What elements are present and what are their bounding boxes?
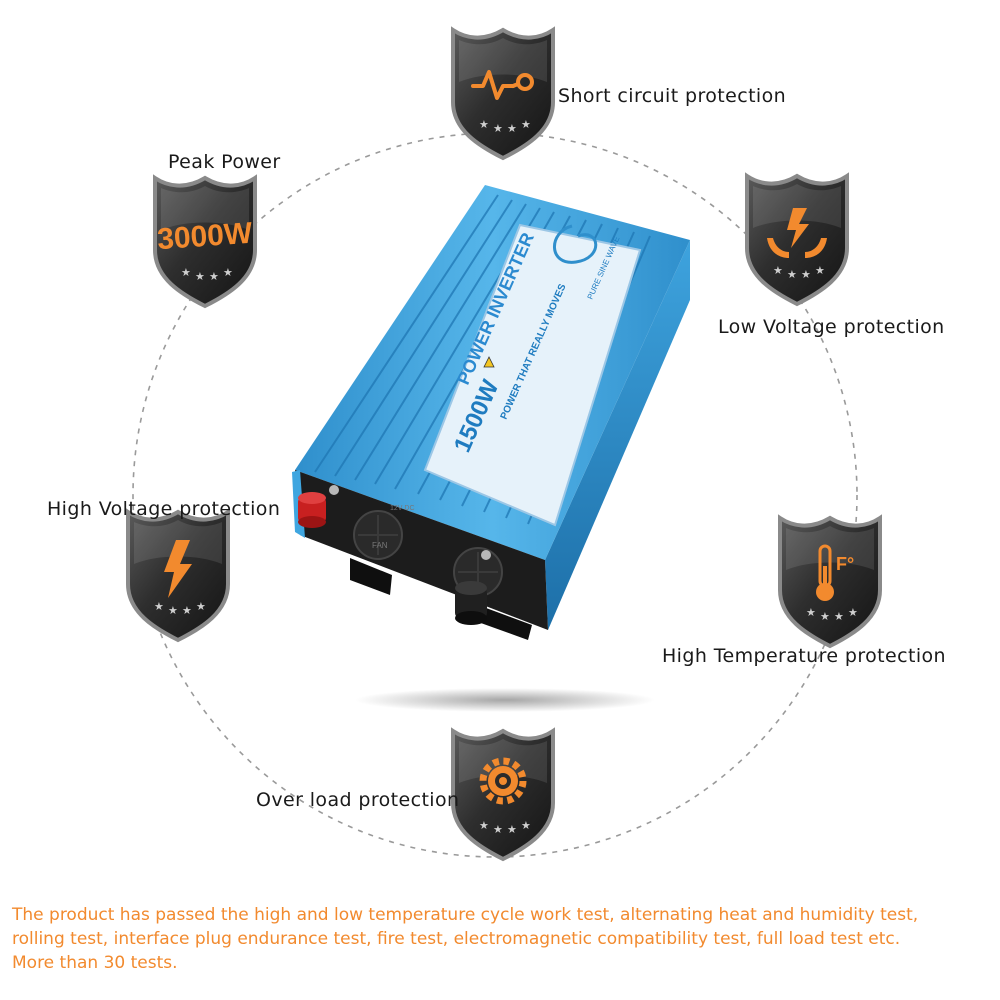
short-circuit-icon xyxy=(471,70,534,100)
over-load-badge xyxy=(451,729,555,861)
test-description: The product has passed the high and low … xyxy=(12,903,997,975)
low-voltage-badge xyxy=(745,174,849,306)
fan-label: FAN xyxy=(372,541,388,550)
high-temperature-badge: F° xyxy=(778,516,882,648)
lightning-icon xyxy=(164,540,192,598)
low-voltage-label: Low Voltage protection xyxy=(718,316,945,338)
voltage-label: 12V DC xyxy=(390,505,415,512)
red-terminal xyxy=(298,485,339,528)
black-terminal xyxy=(455,550,491,625)
peak-power-label: Peak Power xyxy=(168,151,281,173)
footer-line-1: The product has passed the high and low … xyxy=(12,905,919,925)
inverter-product: 1500W POWER INVERTER POWER THAT REALLY M… xyxy=(292,185,690,640)
peak-power-badge: 3000W xyxy=(153,176,257,308)
temperature-unit: F° xyxy=(836,554,854,574)
footer-line-3: More than 30 tests. xyxy=(12,953,178,973)
3000w-badge: 3000W xyxy=(156,217,254,257)
thermometer-icon: F° xyxy=(816,544,854,601)
high-temperature-label: High Temperature protection xyxy=(662,645,946,667)
over-load-label: Over load protection xyxy=(256,789,460,811)
footer-line-2: rolling test, interface plug endurance t… xyxy=(12,929,901,949)
high-voltage-badge xyxy=(126,510,230,642)
short-circuit-label: Short circuit protection xyxy=(558,85,787,107)
product-shadow xyxy=(355,688,655,712)
lightning-hands-icon xyxy=(767,208,827,258)
high-voltage-label: High Voltage protection xyxy=(47,498,281,520)
short-circuit-badge xyxy=(451,28,555,160)
gear-icon xyxy=(479,757,527,805)
